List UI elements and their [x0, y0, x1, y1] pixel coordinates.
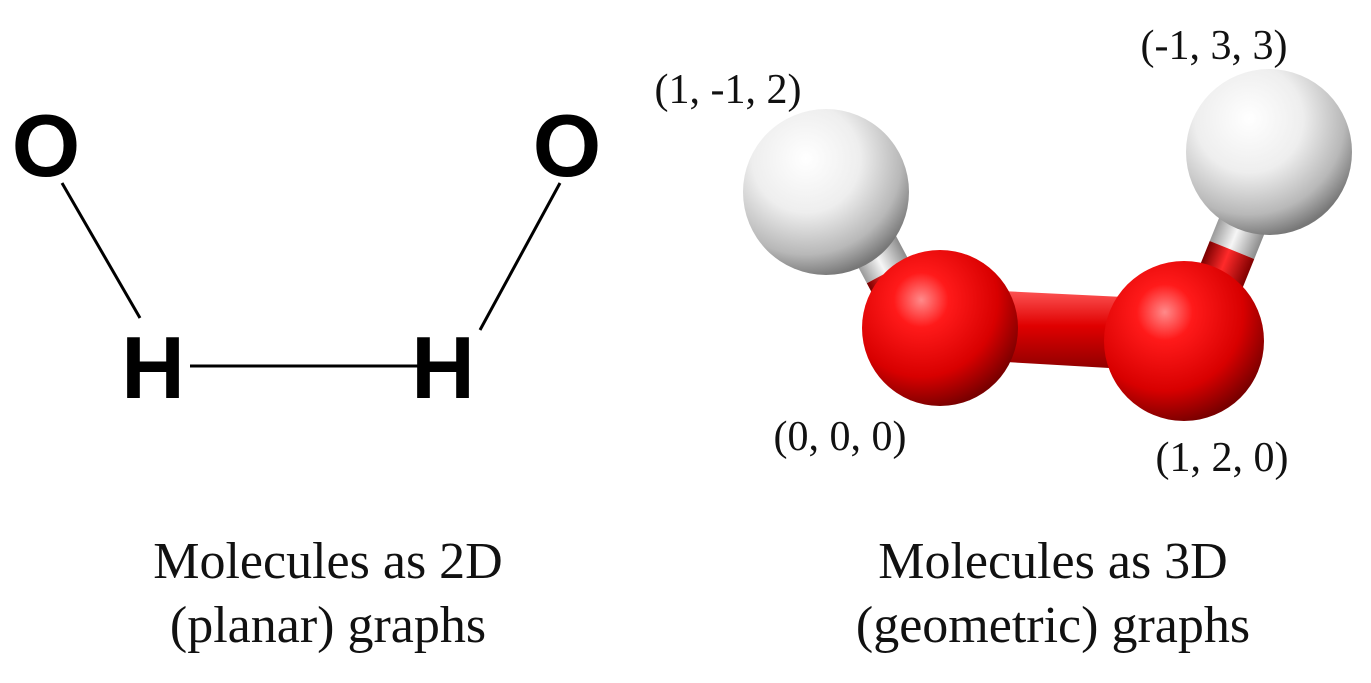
coordinate-label-h2: (-1, 3, 3) — [1141, 23, 1288, 69]
hydrogen-atom-2 — [1186, 69, 1352, 235]
oxygen-atom-1 — [862, 250, 1018, 406]
oxygen-atom-2 — [1104, 261, 1264, 421]
atom-label-o-left: O — [12, 96, 80, 195]
caption-3d-line2: (geometric) graphs — [855, 597, 1251, 654]
caption-2d-line2: (planar) graphs — [169, 597, 487, 654]
coordinate-label-o2: (1, 2, 0) — [1156, 435, 1289, 481]
atom-label-h-left: H — [121, 318, 185, 417]
atom-label-h-right: H — [411, 318, 475, 417]
coordinate-label-o1: (0, 0, 0) — [774, 414, 907, 460]
planar-graph: O H H O — [12, 96, 601, 417]
bond-h-o-right — [478, 182, 562, 331]
caption-3d-line1: Molecules as 3D — [878, 533, 1228, 590]
geometric-graph: (1, -1, 2) (0, 0, 0) (1, 2, 0) (-1, 3, 3… — [655, 23, 1352, 481]
caption-3d: Molecules as 3D (geometric) graphs — [833, 530, 1273, 658]
atom-label-o-right: O — [533, 96, 601, 195]
hydrogen-atom-1 — [743, 109, 909, 275]
caption-2d: Molecules as 2D (planar) graphs — [128, 530, 528, 658]
bond-o-h-left — [60, 182, 142, 319]
caption-2d-line1: Molecules as 2D — [153, 533, 503, 590]
coordinate-label-h1: (1, -1, 2) — [655, 67, 802, 113]
